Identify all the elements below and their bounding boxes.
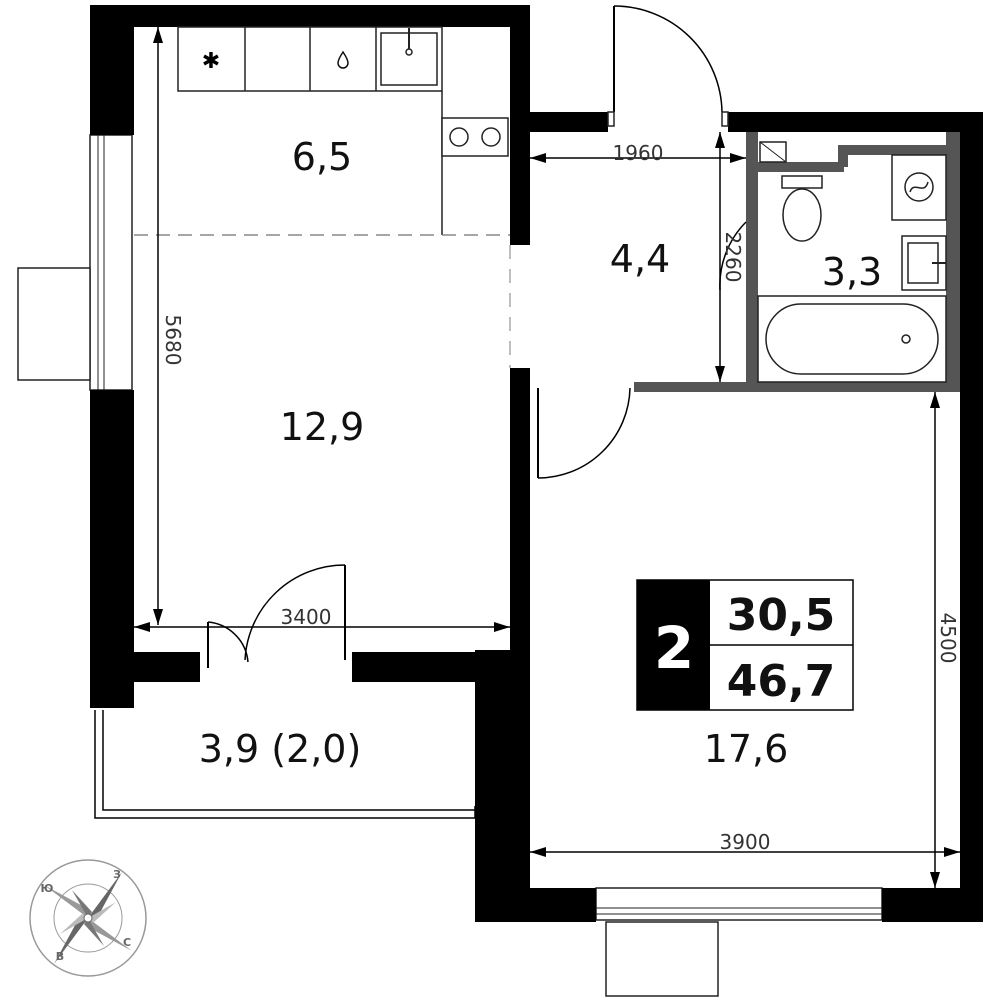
dim-living-height: 5680 [161,315,185,366]
bathroom-area: 3,3 [822,250,882,294]
kitchen-counter: ✱ [177,26,509,235]
rooms-count: 2 [654,614,694,682]
compass-label-east: З [113,868,121,881]
balcony-area: 3,9 (2,0) [199,727,362,771]
bottom-window [595,887,883,997]
kitchen-area: 6,5 [292,135,352,179]
living-space-total: 30,5 [727,590,836,641]
bedroom-area: 17,6 [704,727,789,771]
total-area: 46,7 [727,656,836,707]
dim-hall-width: 1960 [613,141,664,165]
apartment-summary-badge: 2 30,5 46,7 [636,579,854,711]
compass-rose-icon: Ю З С В [29,859,147,977]
dim-bedroom-height: 4500 [936,613,960,664]
left-window [17,134,133,391]
bedroom-door [537,387,631,479]
dim-living-width: 3400 [281,605,332,629]
compass-label-north: Ю [41,882,54,895]
dim-bedroom-width: 3900 [720,830,771,854]
snowflake-icon: ✱ [202,49,220,74]
walls [90,5,983,922]
bathroom-fixtures [757,141,947,383]
balcony-door [207,564,346,668]
dim-hall-depth: 2260 [721,232,745,283]
toilet-tank [781,175,823,189]
entrance-door [607,5,729,127]
toilet [782,188,822,242]
air-conditioner-unit [17,267,91,381]
compass-label-south: С [123,936,131,949]
water-drop-icon [337,50,349,69]
living-area: 12,9 [280,405,365,449]
hall-area: 4,4 [610,237,670,281]
compass-label-west: В [56,950,64,963]
air-conditioner-unit-bottom [605,921,719,997]
bathroom-partitions [634,132,960,392]
dimension-lines [134,27,960,888]
